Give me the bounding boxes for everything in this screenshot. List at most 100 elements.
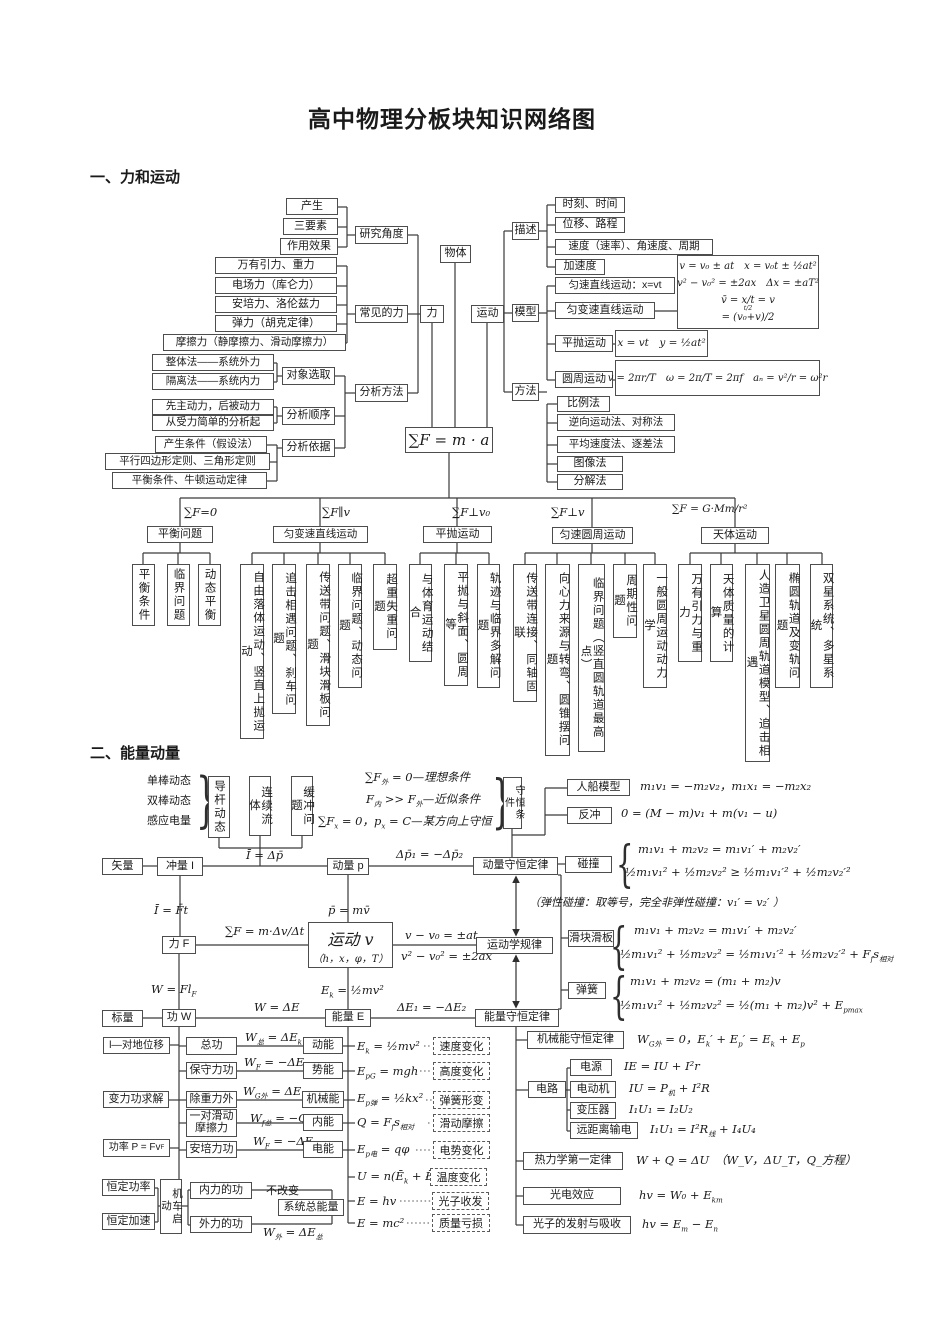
- mech-conservation-box: 机械能守恒定律: [527, 1031, 624, 1049]
- impulse-momentum-label: Ī = Δp̄: [246, 848, 284, 862]
- sports-combination-vbox: 与体育运动结合: [409, 564, 433, 662]
- gravity-weight-vbox: 万有引力与重力: [678, 564, 702, 662]
- spring-deform-dashed: 弹簧形变: [433, 1091, 490, 1109]
- constant-accel-box: 恒定加速: [102, 1213, 155, 1230]
- friction-force-box: 摩擦力（静摩擦力、滑动摩擦力）: [163, 334, 346, 351]
- conservation-condition-vbox: 守恒条件: [503, 777, 524, 829]
- slider-formula-2: ½m₁v₁² + ½m₂v₂² = ½m₁v₁′² + ½m₂v₂′² + Ff…: [620, 947, 894, 964]
- energy-box: 能量 E: [325, 1009, 371, 1027]
- external-work-box: 外力的功: [190, 1216, 252, 1233]
- speed-change-dashed: 速度变化: [433, 1037, 490, 1055]
- reverse-method-box: 逆向运动法、对称法: [557, 414, 675, 431]
- photon-emission-box: 光子的发射与吸收: [523, 1216, 631, 1234]
- spring-brace: {: [610, 967, 628, 1025]
- circuit-box: 电路: [528, 1081, 566, 1098]
- direction-condition-label: ∑Fx = 0，px = C—某方向上守恒: [318, 814, 492, 831]
- label-sumF-parallel-v: ∑F∥v: [322, 505, 350, 519]
- elastic-force-box: 弹力（胡克定律）: [215, 315, 337, 332]
- electric-force-box: 电场力（库仑力）: [215, 277, 337, 294]
- power-source-formula: IE = IU + I²r: [624, 1059, 700, 1073]
- effect-box: 作用效果: [280, 238, 338, 255]
- power-source-box: 电源: [570, 1059, 612, 1076]
- slider-formula-1: m₁v₁ + m₂v₂ = m₁v₁′ + m₂v₂′: [634, 923, 797, 937]
- newton-second-law-box: ∑F = m · a: [405, 427, 493, 453]
- mass-energy-formula: E = mc²: [357, 1216, 405, 1230]
- equilibrium-problem-box: 平衡问题: [147, 526, 213, 543]
- slider-board-box: 滑块滑板: [568, 930, 614, 947]
- impulse-formula-label: Ī = F̄t: [154, 903, 189, 917]
- collision-formula-1: m₁v₁ + m₂v₂ = m₁v₁′ + m₂v₂′: [638, 842, 801, 856]
- momentum-exchange-label: Δp̄₁ = −Δp̄₂: [396, 847, 464, 861]
- ground-displacement-box: l—对地位移: [103, 1037, 170, 1054]
- force-box: 力: [420, 305, 444, 323]
- momentum-conservation-box: 动量守恒定律: [473, 857, 558, 875]
- ampere-lorentz-box: 安培力、洛伦兹力: [215, 296, 337, 313]
- induced-charge-label: 感应电量: [147, 815, 191, 827]
- object-box: 物体: [440, 245, 471, 263]
- whole-method-box: 整体法——系统外力: [152, 354, 274, 371]
- critical-problem-vbox: 临界问题: [167, 564, 190, 626]
- research-angle-box: 研究角度: [355, 226, 408, 244]
- description-box: 描述: [512, 222, 539, 240]
- spring-formula-1: m₁v₁ + m₂v₂ = (m₁ + m₂)v: [630, 974, 781, 988]
- thermo-law-formula: W + Q = ΔU （W_V，ΔU_T，Q_方程）: [636, 1153, 857, 1167]
- uniform-circular-box: 匀速圆周运动: [552, 527, 633, 544]
- constant-power-box: 恒定功率: [102, 1179, 155, 1196]
- unchanged-label: 不改变: [266, 1185, 299, 1197]
- satellite-orbit-vbox: 人造卫星圆周轨道模型、追击相遇: [745, 564, 770, 762]
- photoelectric-box: 光电效应: [523, 1187, 621, 1205]
- human-boat-box: 人船模型: [567, 779, 630, 796]
- ampere-work-box: 安培力功: [186, 1141, 237, 1158]
- conservative-work-box: 保守力功: [186, 1062, 237, 1079]
- potential-box: 势能: [303, 1062, 343, 1079]
- approx-condition-label: F内 >> F外—近似条件: [366, 792, 481, 809]
- production-condition-box: 产生条件（假设法）: [155, 436, 267, 453]
- model-box: 模型: [512, 304, 539, 322]
- simple-force-first-box: 从受力简单的分析起: [152, 415, 274, 431]
- impulse-box: 冲量 I: [157, 857, 203, 876]
- uniform-accel-problem-box: 匀变速直线运动: [273, 526, 368, 543]
- transformer-formula: I₁U₁ = I₂U₂: [629, 1102, 693, 1116]
- momentum-box: 动量 p: [327, 858, 369, 875]
- vector-box: 矢量: [102, 858, 143, 875]
- decomposition-method-box: 分解法: [557, 474, 623, 490]
- transmission-formula: I₁U₁ = I²R线 + I₄U₄: [650, 1122, 756, 1139]
- photon-energy-formula: E = hv: [357, 1194, 397, 1208]
- projectile-formula-box: x = vt y = ½at²: [615, 330, 708, 357]
- photon-emission-formula: hv = Em − En: [642, 1217, 718, 1234]
- common-forces-box: 常见的力: [355, 305, 408, 323]
- average-velocity-method-box: 平均速度法、逐差法: [557, 436, 675, 453]
- force-f-box: 力 F: [162, 936, 196, 954]
- spring-pe-formula: Ep弹 = ½kx²: [357, 1091, 424, 1108]
- work-energy-label: W = ΔE: [254, 1000, 300, 1014]
- circular-motion-box: 圆周运动: [555, 371, 613, 388]
- work-box: 功 W: [162, 1009, 196, 1027]
- three-elements-box: 三要素: [283, 218, 338, 235]
- newton-delta-label: ∑F = m·Δv/Δt: [225, 924, 305, 938]
- temp-change-dashed: 温度变化: [430, 1168, 487, 1186]
- total-work-box: 总功: [186, 1037, 237, 1055]
- label-sumF-gravitation: ∑F = G·Mm/r²: [672, 503, 748, 515]
- kinematics-eq1-label: v − v₀ = ±at: [405, 928, 478, 942]
- thermo-law-box: 热力学第一定律: [523, 1152, 623, 1170]
- energy-conservation-box: 能量守恒定律: [475, 1009, 559, 1027]
- active-force-first-box: 先主动力，后被动力: [152, 399, 274, 415]
- dynamic-balance-vbox: 动态平衡: [198, 564, 221, 626]
- except-gravity-box: 除重力外: [186, 1091, 237, 1108]
- displacement-box: 位移、路程: [555, 217, 625, 233]
- time-box: 时刻、时间: [555, 197, 625, 213]
- proportion-method-box: 比例法: [557, 396, 610, 412]
- motor-formula: IU = P机 + I²R: [629, 1081, 710, 1098]
- total-work-formula: W总 = ΔEk: [245, 1030, 302, 1047]
- motion-box: 运动: [471, 305, 504, 323]
- kinematics-law-box: 运动学规律: [476, 937, 553, 954]
- object-selection-box: 对象选取: [282, 367, 335, 385]
- photon-dashed: 光子收发: [432, 1192, 489, 1210]
- epe-formula: Ep电 = qφ: [357, 1142, 410, 1159]
- mech-energy-work-formula: WG外 = ΔE机: [243, 1084, 308, 1101]
- friction-work-formula: Wf总 = −Q: [250, 1111, 308, 1128]
- slider-brace: {: [610, 917, 628, 975]
